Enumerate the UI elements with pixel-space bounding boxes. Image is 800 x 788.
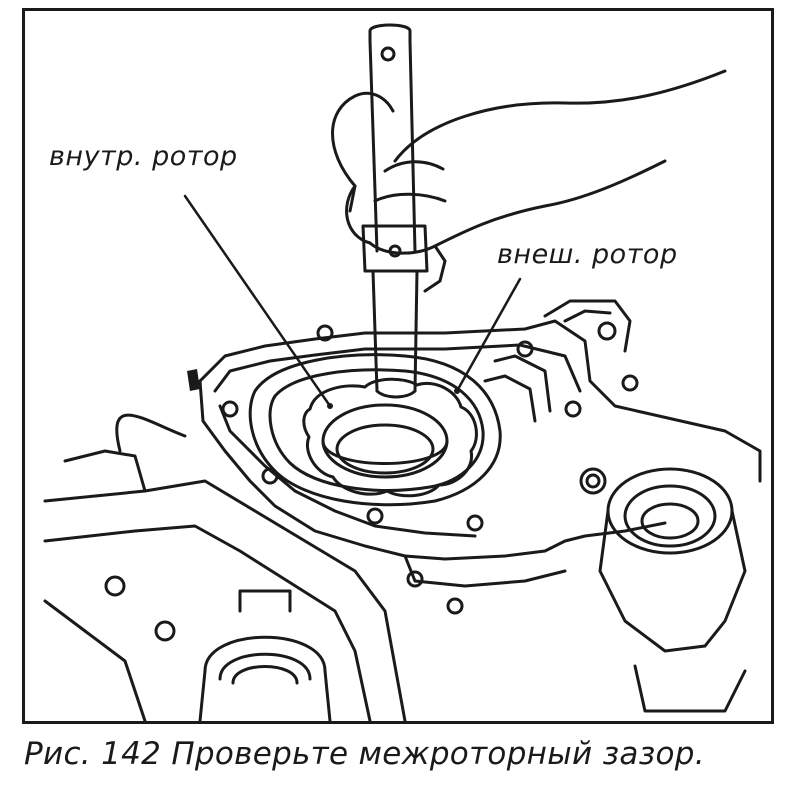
inner-rotor-label: внутр. ротор xyxy=(49,141,238,172)
lower-seal-bore xyxy=(198,589,332,721)
outer-rotor-leader-tip xyxy=(454,388,460,394)
oil-pump-drawing xyxy=(43,23,762,721)
inner-rotor-leader xyxy=(183,194,332,408)
outer-rotor xyxy=(302,377,478,498)
leader-lines xyxy=(183,194,522,408)
inner-rotor-leader-tip xyxy=(327,403,333,409)
figure-frame: внутр. ротор внеш. ротор xyxy=(22,8,774,724)
hand xyxy=(331,69,727,293)
tool xyxy=(361,23,429,399)
outer-rotor-label: внеш. ротор xyxy=(497,239,678,270)
figure-caption: Рис. 142 Проверьте межроторный зазор. xyxy=(24,736,705,772)
upper-bracket xyxy=(483,299,632,423)
oil-filter-seat xyxy=(579,467,747,713)
dowel-pin xyxy=(187,369,200,391)
outer-rotor-leader xyxy=(455,277,522,393)
engine-block-lower-left xyxy=(43,413,407,721)
inner-rotor xyxy=(321,403,449,479)
pump-housing xyxy=(198,319,762,615)
